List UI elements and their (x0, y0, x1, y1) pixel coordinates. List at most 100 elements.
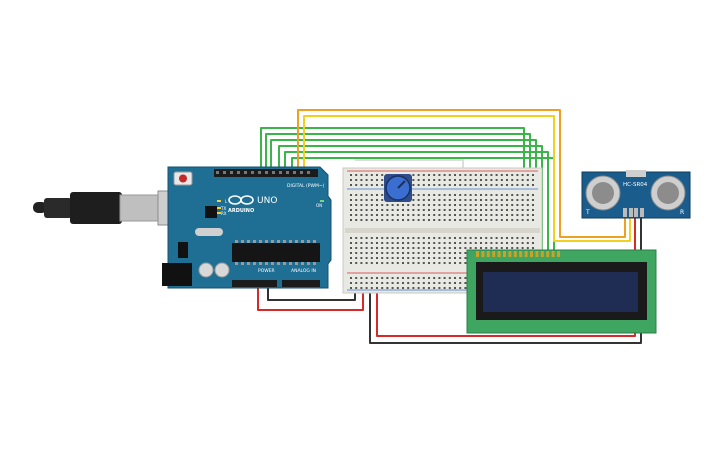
breadboard-hole (521, 242, 524, 244)
lcd-pin (497, 251, 501, 257)
breadboard-hole (459, 174, 462, 176)
breadboard-hole (480, 184, 482, 186)
breadboard-hole (355, 194, 358, 196)
breadboard-hole (412, 282, 415, 284)
breadboard-hole (381, 247, 384, 249)
breadboard-hole (521, 179, 524, 181)
breadboard-hole (500, 194, 503, 196)
breadboard-hole (438, 214, 441, 216)
lcd-pin (476, 251, 479, 257)
breadboard-hole (438, 242, 441, 244)
breadboard-hole (521, 204, 524, 206)
breadboard-hole (454, 219, 456, 221)
breadboard-hole (464, 214, 467, 216)
breadboard-hole (422, 242, 425, 244)
breadboard-hole (422, 209, 425, 211)
led-on-label: ON (316, 203, 322, 208)
breadboard-hole (464, 199, 467, 201)
breadboard-hole (428, 214, 430, 216)
breadboard-hole (407, 242, 410, 244)
breadboard-hole (422, 184, 425, 186)
breadboard-hole (454, 242, 456, 244)
breadboard-hole (480, 204, 482, 206)
breadboard-hole (438, 257, 441, 259)
lcd-16x2[interactable] (466, 249, 657, 334)
breadboard-hole (495, 219, 498, 221)
breadboard-hole (448, 214, 451, 216)
breadboard-hole (511, 174, 514, 176)
led-tx-label: TX (220, 206, 226, 211)
breadboard-hole (370, 219, 373, 221)
breadboard-hole (495, 214, 498, 216)
breadboard-hole (490, 237, 493, 239)
usb-plug-body (70, 192, 122, 224)
wire-yellow-echo[interactable] (303, 115, 631, 242)
breadboard-hole (454, 262, 456, 264)
breadboard-hole (422, 237, 425, 239)
breadboard-hole (422, 194, 425, 196)
breadboard-hole (485, 237, 488, 239)
breadboard-hole (360, 204, 363, 206)
breadboard-hole (464, 247, 467, 249)
breadboard-hole (381, 194, 384, 196)
lcd-pin (486, 251, 490, 257)
breadboard-hole (480, 214, 482, 216)
breadboard-hole (355, 174, 358, 176)
breadboard-hole (422, 247, 425, 249)
breadboard-hole (433, 219, 436, 221)
breadboard-hole (474, 194, 477, 196)
breadboard-hole (376, 179, 378, 181)
wire-green-d3[interactable] (284, 151, 549, 250)
breadboard-hole (438, 194, 441, 196)
breadboard-hole (360, 174, 363, 176)
breadboard-hole (417, 287, 420, 289)
arduino-uno-board[interactable]: DIGITAL (PWM~) UNO ARDUINO L TX RX ON PO… (162, 166, 332, 289)
breadboard-hole (506, 237, 508, 239)
breadboard-hole (381, 219, 384, 221)
breadboard-hole (532, 184, 534, 186)
breadboard-hole (365, 219, 368, 221)
lcd-pin (540, 251, 544, 257)
breadboard-hole (433, 174, 436, 176)
wire-orange-trig[interactable] (297, 109, 626, 238)
breadboard-hole (495, 242, 498, 244)
hc-sr04-sensor[interactable]: HC-SR04 T R (581, 170, 691, 219)
breadboard-hole (417, 184, 420, 186)
breadboard-hole (469, 219, 472, 221)
breadboard-hole (443, 209, 446, 211)
breadboard-hole (443, 257, 446, 259)
breadboard-hole (480, 179, 482, 181)
breadboard-hole (511, 214, 514, 216)
wire-black-gnd[interactable] (267, 288, 356, 301)
breadboard-hole (350, 282, 352, 284)
breadboard-hole (396, 287, 399, 289)
breadboard-hole (365, 179, 368, 181)
breadboard-hole (376, 277, 378, 279)
breadboard-hole (402, 247, 404, 249)
breadboard[interactable] (342, 167, 543, 294)
breadboard-hole (433, 184, 436, 186)
breadboard-hole (464, 219, 467, 221)
breadboard-hole (474, 209, 477, 211)
sensor-crystal (626, 170, 646, 177)
arduino-logo (228, 195, 254, 205)
breadboard-hole (495, 174, 498, 176)
breadboard-hole (402, 257, 404, 259)
breadboard-hole (443, 247, 446, 249)
breadboard-hole (506, 194, 508, 196)
breadboard-hole (526, 194, 529, 196)
potentiometer[interactable] (384, 174, 412, 202)
led-on (320, 200, 324, 202)
wire-red-5v[interactable] (257, 288, 364, 311)
breadboard-hole (480, 209, 482, 211)
breadboard-hole (469, 237, 472, 239)
breadboard-hole (464, 209, 467, 211)
breadboard-hole (412, 277, 415, 279)
analog-header (282, 280, 320, 287)
breadboard-hole (355, 287, 358, 289)
transmitter-mesh (592, 182, 614, 204)
reset-button-cap[interactable] (179, 174, 187, 183)
breadboard-hole (370, 237, 373, 239)
breadboard-hole (407, 204, 410, 206)
breadboard-hole (500, 247, 503, 249)
